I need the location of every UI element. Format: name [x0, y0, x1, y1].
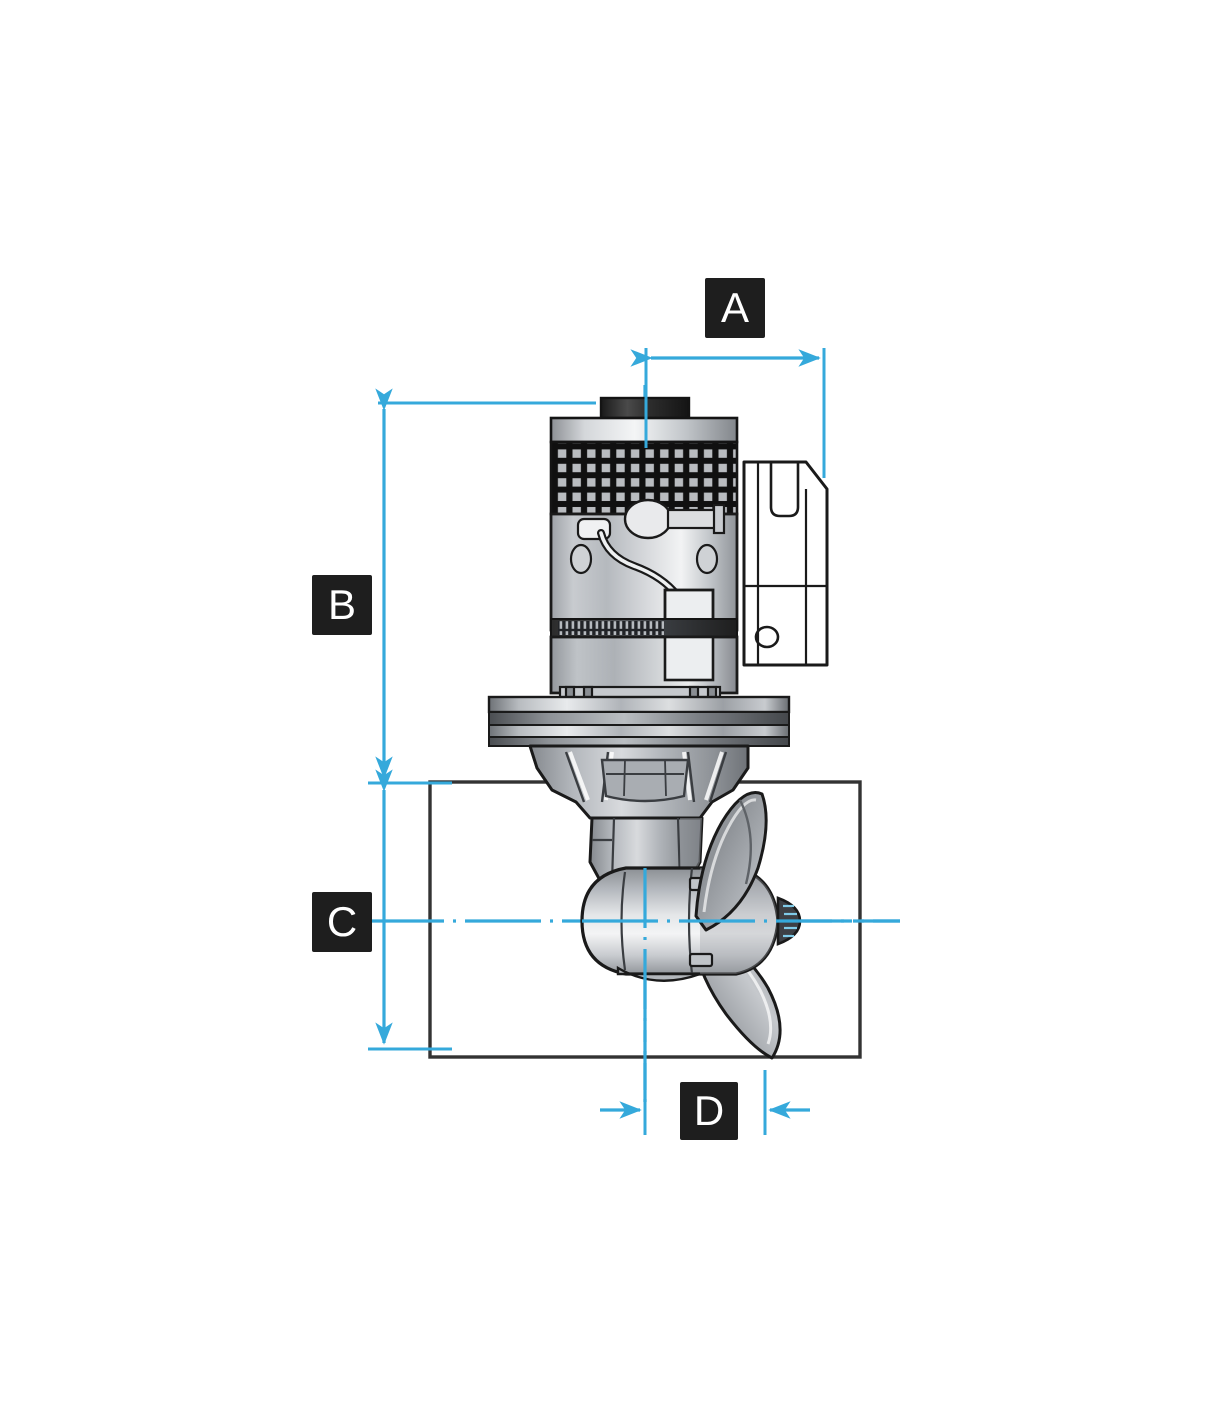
dimension-label-c: C — [312, 892, 372, 952]
motor-body-lower — [549, 635, 739, 695]
dimension-label-b: B — [312, 575, 372, 635]
dimension-label-c-text: C — [327, 898, 357, 945]
dimension-label-d: D — [680, 1082, 738, 1140]
motor-bolt-head — [623, 498, 726, 540]
motor-cap-band — [549, 416, 739, 444]
dimension-d — [600, 1070, 810, 1135]
propeller-blade-upper — [694, 791, 768, 932]
dimension-label-b-text: B — [328, 581, 356, 628]
dimension-c — [368, 769, 452, 1051]
dimension-label-d-text: D — [694, 1087, 724, 1134]
mounting-bracket — [742, 460, 829, 667]
centerline-overlay — [582, 868, 900, 1102]
motor-hole-right — [695, 543, 719, 575]
motor-vent-band — [550, 618, 738, 638]
motor-hole-left — [569, 543, 593, 575]
dimension-label-a: A — [705, 278, 765, 338]
dimension-label-a-text: A — [721, 284, 749, 331]
mounting-flange — [487, 695, 791, 747]
dimension-a — [630, 348, 826, 478]
